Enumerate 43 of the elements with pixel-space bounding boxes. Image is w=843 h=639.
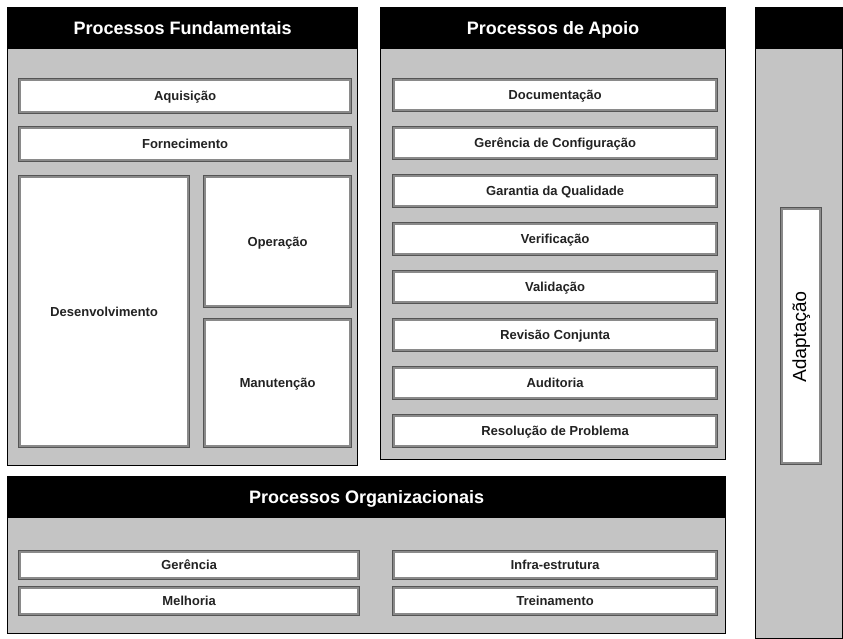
process-box (19, 551, 359, 579)
process-label: Adaptação (788, 290, 812, 382)
process-label: Documentação (508, 86, 602, 104)
panel-title: Processos Organizacionais (248, 486, 484, 509)
process-box (781, 208, 821, 464)
process-box (204, 176, 351, 307)
process-box (19, 79, 351, 113)
panel-title: Processos Fundamentais (73, 17, 292, 40)
process-label: Aquisição (154, 87, 216, 106)
process-box (204, 319, 351, 447)
process-box (393, 319, 717, 351)
process-box (393, 415, 717, 447)
process-box (393, 367, 717, 399)
process-box (393, 127, 717, 159)
process-label: Validação (525, 278, 585, 296)
process-label: Infra-estrutura (510, 556, 600, 574)
process-box (19, 587, 359, 615)
process-label: Gerência de Configuração (474, 134, 636, 152)
process-label: Melhoria (162, 592, 216, 610)
process-box (393, 551, 717, 579)
process-box (393, 587, 717, 615)
process-group-panel (7, 7, 358, 466)
process-box (19, 127, 351, 161)
process-label: Operação (248, 232, 308, 251)
process-label: Manutenção (240, 374, 316, 392)
process-box (393, 175, 717, 207)
process-label: Garantia da Qualidade (486, 182, 624, 200)
process-box (393, 271, 717, 303)
process-box (393, 223, 717, 255)
process-box (19, 176, 189, 447)
process-group-panel (380, 7, 726, 460)
process-box (393, 79, 717, 111)
process-group-panel (7, 476, 726, 634)
panel-title: Processos de Apoio (466, 17, 640, 40)
process-label: Revisão Conjunta (500, 326, 610, 344)
process-label: Gerência (161, 556, 217, 574)
process-label: Desenvolvimento (50, 302, 158, 321)
process-label: Auditoria (526, 374, 584, 392)
process-label: Verificação (520, 230, 590, 248)
process-group-panel (755, 7, 843, 639)
process-label: Fornecimento (142, 135, 228, 154)
process-label: Treinamento (516, 592, 594, 610)
process-label: Resolução de Problema (481, 422, 629, 440)
